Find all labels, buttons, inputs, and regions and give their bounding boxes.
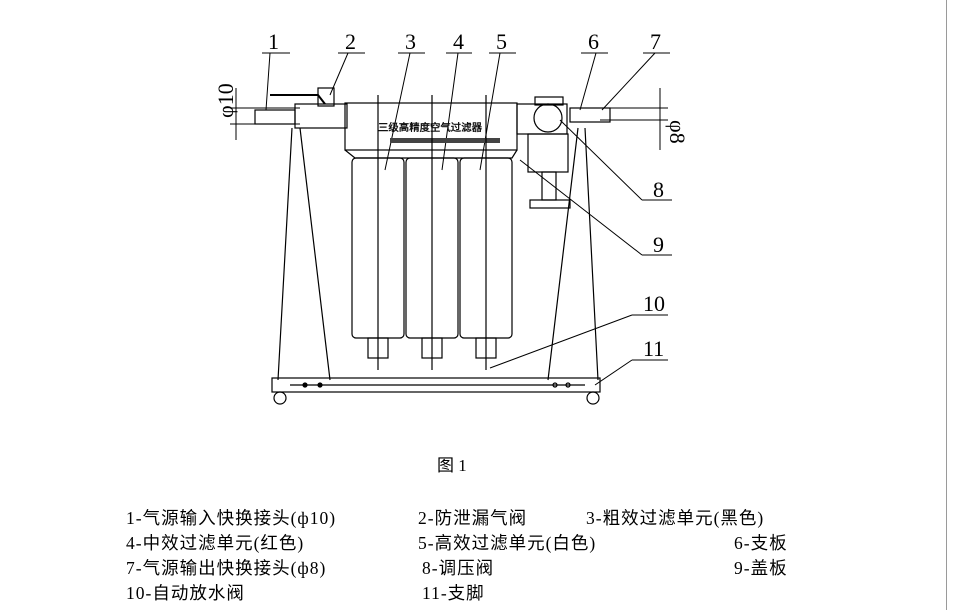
- nameplate-text: 三级高精度空气过滤器: [378, 121, 483, 134]
- callout-4: 4: [453, 29, 464, 54]
- legend-item-9: 9-盖板: [734, 558, 788, 578]
- callout-3: 3: [405, 29, 416, 54]
- legend-item-10: 10-自动放水阀: [126, 583, 245, 603]
- filter-cylinders: [351, 95, 513, 370]
- callout-5: 5: [496, 29, 507, 54]
- legend-item-4: 4-中效过滤单元(红色): [126, 533, 305, 553]
- callout-labels: 1 2 3 4 5 6 7 8 9 10 11 φ10 φ8: [213, 29, 690, 361]
- callout-10: 10: [643, 291, 665, 316]
- legend-item-5: 5-高效过滤单元(白色): [418, 533, 597, 553]
- legend-item-11: 11-支脚: [422, 583, 485, 603]
- legend-item-6: 6-支板: [734, 533, 788, 553]
- callout-7: 7: [650, 29, 661, 54]
- callout-11: 11: [643, 336, 664, 361]
- callout-8: 8: [653, 177, 664, 202]
- frame-legs: [271, 127, 601, 405]
- callout-9: 9: [653, 232, 664, 257]
- inlet-fitting: [254, 87, 348, 129]
- page-edge-line: [946, 0, 947, 610]
- dim-inlet: φ10: [213, 83, 238, 118]
- legend-item-1: 1-气源输入快换接头(ф10): [126, 508, 337, 528]
- dim-outlet: φ8: [665, 120, 690, 144]
- figure-caption: 图 1: [437, 456, 467, 475]
- legend-item-8: 8-调压阀: [422, 558, 495, 578]
- legend-item-3: 3-粗效过滤单元(黑色): [586, 508, 765, 528]
- callout-1: 1: [268, 29, 279, 54]
- filter-assembly-drawing: 1 2 3 4 5 6 7 8 9 10 11 φ10 φ8: [213, 29, 690, 405]
- cover-plate: 三级高精度空气过滤器: [344, 102, 518, 159]
- pressure-regulator: [516, 96, 611, 209]
- callout-6: 6: [588, 29, 599, 54]
- callout-2: 2: [345, 29, 356, 54]
- legend-item-2: 2-防泄漏气阀: [418, 508, 528, 528]
- legend-item-7: 7-气源输出快换接头(ф8): [126, 558, 327, 578]
